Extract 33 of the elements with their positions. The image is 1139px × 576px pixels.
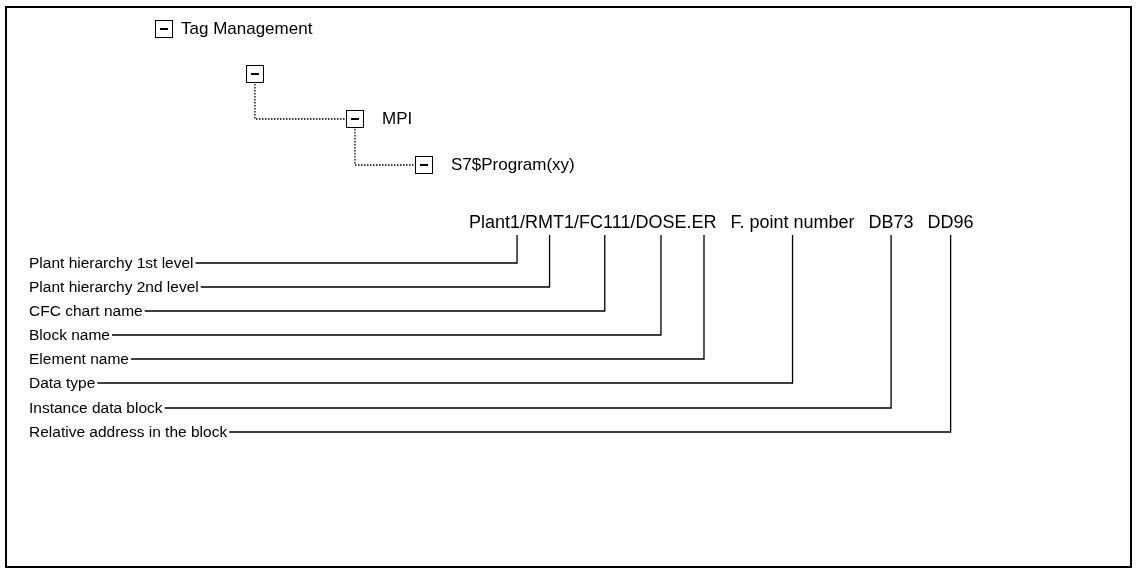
tag-part: ER: [691, 212, 717, 233]
leader-line: [228, 234, 952, 433]
tree-item-label: MPI: [382, 109, 413, 129]
tree-connector: [354, 128, 416, 166]
field-description: Block name: [29, 326, 110, 344]
leader-line: [163, 234, 892, 409]
tag-part: DOSE: [635, 212, 687, 233]
tree-item-label: Tag Management: [181, 19, 313, 39]
field-description: Element name: [29, 350, 129, 368]
leader-line: [130, 234, 705, 360]
leader-line: [96, 234, 794, 384]
field-description: Plant hierarchy 1st level: [29, 254, 194, 272]
tag-part: F. point number: [730, 212, 855, 233]
leader-line: [194, 234, 518, 264]
field-description: Instance data block: [29, 399, 163, 417]
tree-item-label: S7$Program(xy): [451, 155, 575, 175]
leader-line: [144, 234, 606, 312]
tag-part: FC111: [579, 212, 631, 233]
tag-separator: /: [630, 212, 636, 233]
tag-part: DB73: [868, 212, 914, 233]
tag-separator: /: [574, 212, 580, 233]
field-description: CFC chart name: [29, 302, 143, 320]
tag-part: Plant1: [469, 212, 521, 233]
field-description: Data type: [29, 374, 96, 392]
tag-separator: /: [520, 212, 526, 233]
tag-part: DD96: [927, 212, 974, 233]
tag-part: RMT1: [525, 212, 575, 233]
leader-line: [200, 234, 551, 288]
tag-separator: .: [686, 212, 692, 233]
field-description: Relative address in the block: [29, 423, 228, 441]
field-description: Plant hierarchy 2nd level: [29, 278, 199, 296]
tree-connector: [254, 83, 347, 120]
leader-line: [111, 234, 662, 336]
